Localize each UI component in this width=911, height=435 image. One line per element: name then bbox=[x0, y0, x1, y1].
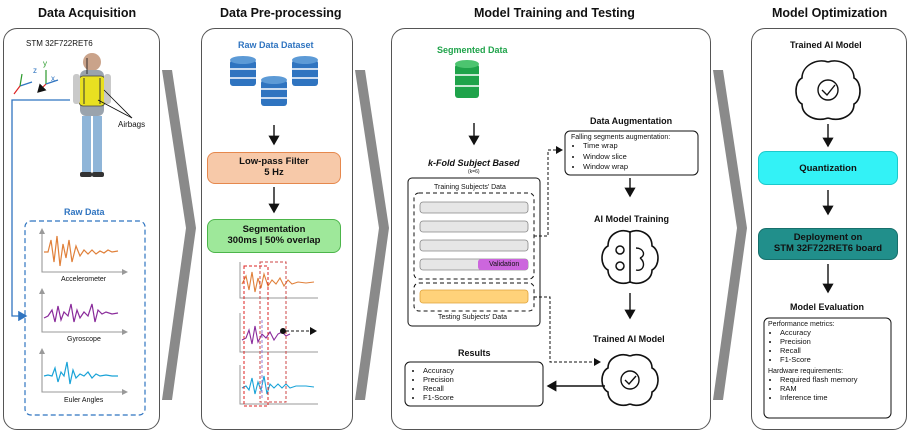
signal-label-euler-angles: Euler Angles bbox=[64, 397, 104, 404]
chevron-arrow-icon bbox=[355, 70, 389, 400]
training-subjects-label: Training Subjects' Data bbox=[434, 184, 506, 191]
axis-y-label: y bbox=[43, 59, 47, 68]
results-title: Results bbox=[458, 348, 491, 358]
results-item: Precision bbox=[423, 375, 539, 384]
deployment-line2: STM 32F722RET6 board bbox=[773, 243, 883, 254]
deployment-box: Deployment on STM 32F722RET6 board bbox=[758, 228, 898, 260]
axis-z-label: z bbox=[33, 66, 37, 75]
results-item: Accuracy bbox=[423, 366, 539, 375]
low-pass-filter-box: Low-pass Filter 5 Hz bbox=[207, 152, 341, 184]
hardware-item: Inference time bbox=[780, 393, 888, 402]
testing-subjects-label: Testing Subjects' Data bbox=[438, 314, 508, 321]
segmentation-line1: Segmentation bbox=[242, 224, 306, 235]
ai-training-title: AI Model Training bbox=[594, 214, 670, 224]
results-item: F1-Score bbox=[423, 393, 539, 402]
quantization-box: Quantization bbox=[758, 151, 898, 185]
hardware-list: Required flash memory RAM Inference time bbox=[768, 375, 888, 402]
brain-icon bbox=[601, 353, 659, 407]
gyroscope-signal bbox=[43, 303, 119, 323]
segmentation-line2: 300ms | 50% overlap bbox=[227, 235, 321, 246]
chevron-arrow-icon bbox=[713, 70, 747, 400]
stage-title-acquisition: Data Acquisition bbox=[38, 6, 137, 20]
euler-angles-signal bbox=[43, 361, 118, 385]
raw-data-title: Raw Data bbox=[64, 207, 105, 217]
database-icon bbox=[455, 60, 479, 98]
hardware-heading: Hardware requirements: bbox=[768, 368, 844, 375]
check-badge-icon bbox=[620, 370, 640, 390]
filter-line1: Low-pass Filter bbox=[239, 156, 309, 167]
augmentation-item: Window slice bbox=[583, 152, 695, 163]
database-icon bbox=[292, 56, 318, 86]
brain-icon bbox=[601, 230, 659, 285]
database-icon bbox=[230, 56, 256, 86]
augmentation-title: Data Augmentation bbox=[590, 116, 673, 126]
performance-item: Recall bbox=[780, 346, 888, 355]
validation-label: Validation bbox=[489, 261, 520, 268]
performance-list: Accuracy Precision Recall F1-Score bbox=[768, 328, 888, 364]
deployment-line1: Deployment on bbox=[793, 232, 863, 243]
model-evaluation-title: Model Evaluation bbox=[790, 302, 865, 312]
augmentation-box: Falling segments augmentation: Time wrap… bbox=[571, 134, 695, 173]
augmentation-heading: Falling segments augmentation: bbox=[571, 134, 671, 141]
gears-icon bbox=[615, 245, 625, 271]
person-with-airbag-vest bbox=[73, 53, 111, 177]
performance-item: F1-Score bbox=[780, 355, 888, 364]
augmentation-item: Time wrap bbox=[583, 141, 695, 152]
performance-item: Accuracy bbox=[780, 328, 888, 337]
stage-title-training: Model Training and Testing bbox=[474, 6, 635, 20]
chevron-arrow-icon bbox=[162, 70, 196, 400]
accelerometer-signal bbox=[44, 235, 119, 267]
performance-heading: Performance metrics: bbox=[768, 321, 835, 328]
axis-x-label: x bbox=[51, 74, 55, 83]
raw-dataset-title: Raw Data Dataset bbox=[238, 40, 314, 50]
database-icon bbox=[261, 76, 287, 106]
kfold-title: k-Fold Subject Based bbox=[428, 158, 520, 168]
segmented-data-title: Segmented Data bbox=[437, 45, 508, 55]
brain-icon bbox=[795, 60, 861, 120]
augmentation-list: Time wrap Window slice Window wrap bbox=[571, 141, 695, 173]
trained-model-title-optimization: Trained AI Model bbox=[790, 40, 862, 50]
hardware-item: RAM bbox=[780, 384, 888, 393]
airbags-label: Airbags bbox=[118, 120, 146, 129]
trained-model-title-training: Trained AI Model bbox=[593, 334, 665, 344]
kfold-subtitle: (k=6) bbox=[468, 169, 480, 175]
signal-label-accelerometer: Accelerometer bbox=[61, 276, 107, 283]
hardware-item: Required flash memory bbox=[780, 375, 888, 384]
evaluation-box: Performance metrics: Accuracy Precision … bbox=[768, 321, 888, 402]
quantization-label: Quantization bbox=[799, 163, 857, 174]
check-badge-icon bbox=[817, 79, 839, 101]
filter-line2: 5 Hz bbox=[264, 167, 284, 178]
results-list: Accuracy Precision Recall F1-Score bbox=[411, 366, 539, 402]
mcu-label: STM 32F722RET6 bbox=[26, 39, 93, 48]
performance-item: Precision bbox=[780, 337, 888, 346]
results-box: Accuracy Precision Recall F1-Score bbox=[411, 366, 539, 402]
stage-title-preprocessing: Data Pre-processing bbox=[220, 6, 342, 20]
augmentation-item: Window wrap bbox=[583, 162, 695, 173]
stage-title-optimization: Model Optimization bbox=[772, 6, 888, 20]
xyz-axes-icon bbox=[13, 70, 59, 95]
segmentation-box: Segmentation 300ms | 50% overlap bbox=[207, 219, 341, 253]
signal-label-gyroscope: Gyroscope bbox=[67, 336, 101, 343]
results-item: Recall bbox=[423, 384, 539, 393]
